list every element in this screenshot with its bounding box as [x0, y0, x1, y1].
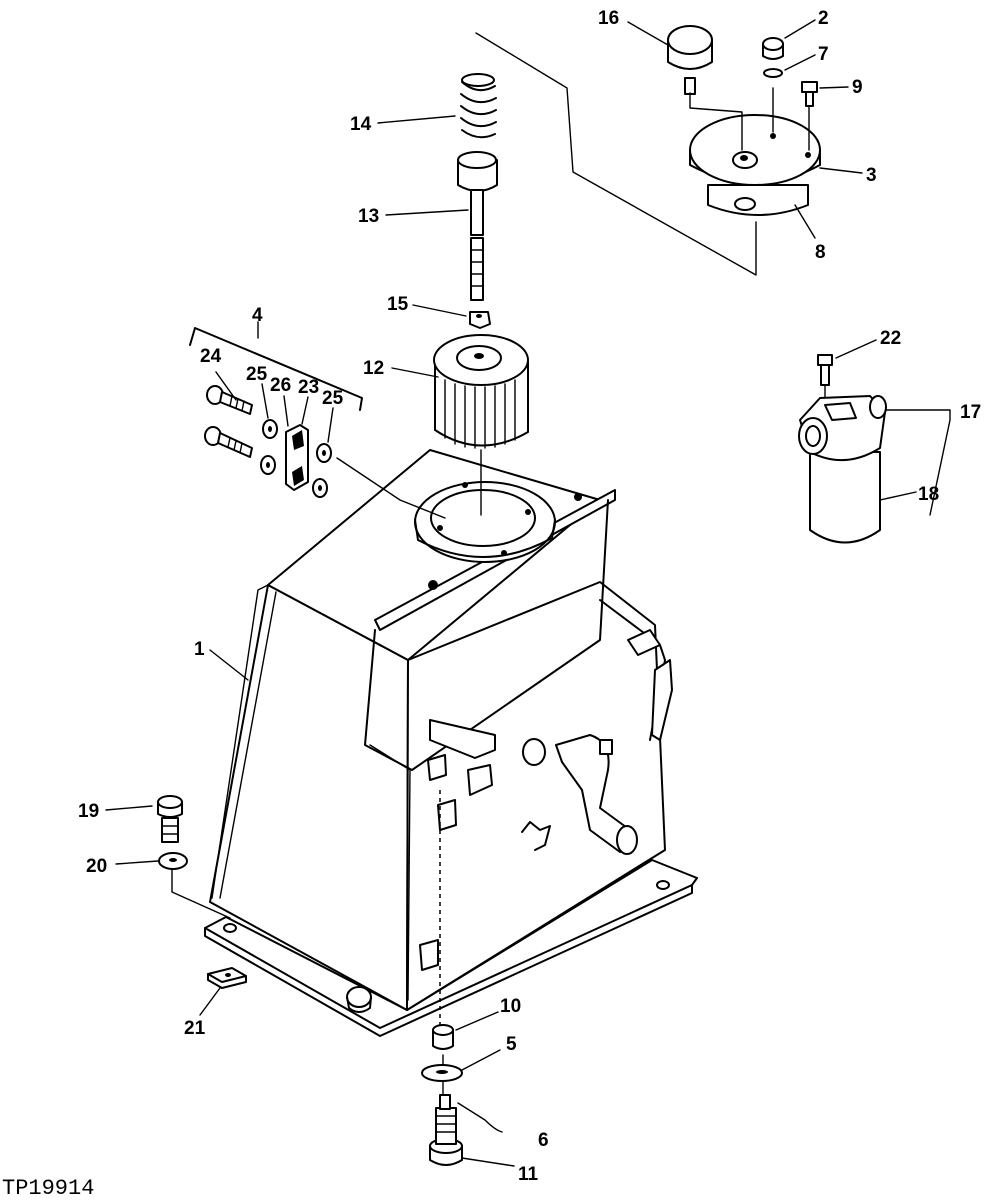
- callout-2: 2: [818, 8, 829, 29]
- valve-rod: [457, 151, 498, 301]
- callout-3: 3: [866, 165, 877, 186]
- callout-19: 19: [78, 801, 99, 822]
- callout-9: 9: [852, 77, 863, 98]
- callout-18: 18: [918, 484, 939, 505]
- hex-nut: [469, 311, 491, 329]
- callout-labels: 1 2 3 4 5 6 7 8 9 10 11 12 13 14 15 16 1…: [78, 8, 981, 1185]
- plug-2: [762, 37, 784, 60]
- assembly-guide-lines: [171, 32, 826, 1133]
- figure-reference: TP19914: [2, 1176, 94, 1200]
- callout-20: 20: [86, 856, 107, 877]
- hydraulic-tank: [204, 449, 698, 1037]
- callout-1: 1: [194, 639, 205, 660]
- callout-11: 11: [518, 1164, 539, 1185]
- leader-lines: [105, 19, 951, 1167]
- callout-12: 12: [363, 358, 384, 379]
- callout-22: 22: [880, 328, 901, 349]
- callout-23: 23: [298, 377, 319, 398]
- callout-10: 10: [500, 996, 521, 1017]
- washer-5: [421, 1064, 463, 1082]
- callout-4: 4: [252, 305, 263, 326]
- callout-25-left: 25: [246, 364, 268, 385]
- callout-15: 15: [387, 294, 409, 315]
- callout-8: 8: [815, 242, 826, 263]
- callout-26: 26: [270, 375, 291, 396]
- callout-24: 24: [200, 346, 222, 367]
- filter-element: [433, 334, 529, 516]
- filler-cap-assembly: [689, 114, 821, 216]
- breather: [667, 25, 713, 95]
- callout-25-right: 25: [322, 388, 344, 409]
- washer-20: [158, 852, 188, 870]
- callout-14: 14: [350, 114, 372, 135]
- drain-plug-11: [429, 1094, 463, 1166]
- callout-17: 17: [960, 402, 981, 423]
- cap-screw-19: [157, 795, 183, 843]
- callout-6: 6: [538, 1130, 549, 1151]
- relief-spring: [460, 73, 497, 139]
- callout-5: 5: [506, 1034, 517, 1055]
- callout-13: 13: [358, 206, 379, 227]
- callout-16: 16: [598, 8, 619, 29]
- callout-7: 7: [818, 44, 829, 65]
- clip-21: [207, 967, 247, 989]
- o-ring-7: [763, 68, 783, 78]
- clamp-kit: [189, 327, 363, 498]
- screw-9: [801, 81, 818, 107]
- spacer-10: [432, 1024, 454, 1050]
- return-filter: [798, 354, 887, 544]
- callout-21: 21: [184, 1018, 206, 1039]
